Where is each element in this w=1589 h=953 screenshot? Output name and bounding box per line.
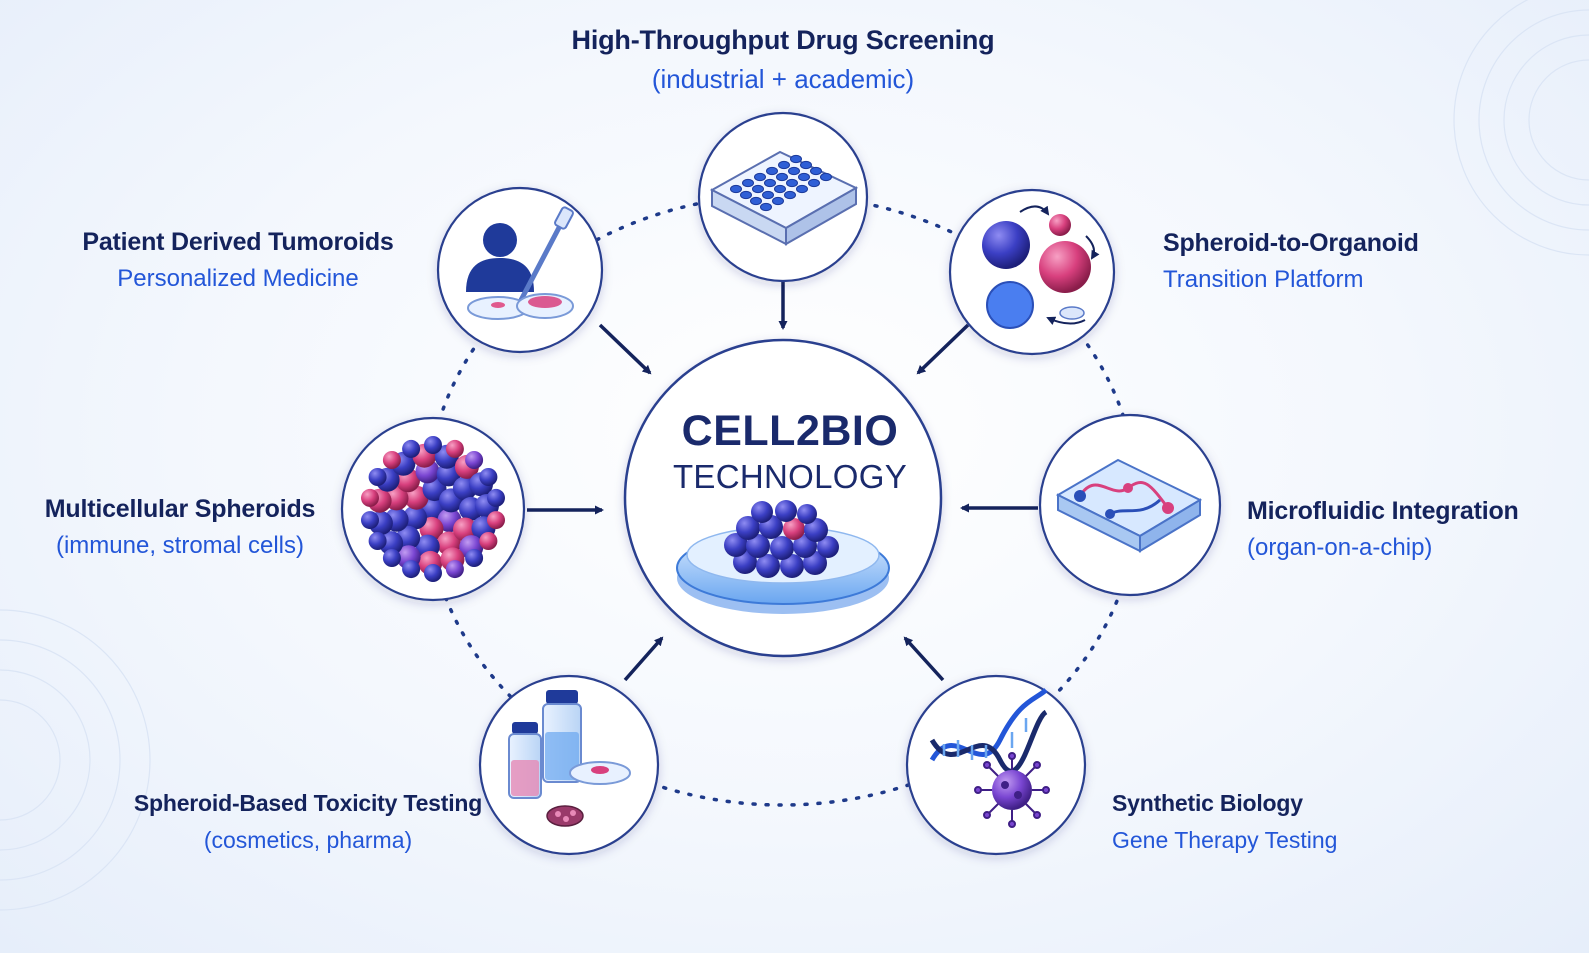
well (752, 184, 764, 194)
well (778, 160, 790, 170)
spheroid-cell (479, 532, 498, 550)
toxicity-title: Spheroid-Based Toxicity Testing (133, 790, 483, 816)
microfluidic-chip-icon (1055, 458, 1203, 553)
spheroid-cell (465, 451, 484, 469)
spheroid-cell (361, 488, 379, 507)
well (808, 178, 820, 188)
well (784, 190, 796, 200)
well (760, 202, 772, 212)
well (800, 160, 812, 170)
spheroid-cell (465, 549, 484, 567)
well (790, 154, 802, 164)
node-drug-screening (697, 111, 869, 283)
spheroid-cell (403, 505, 427, 530)
spheroid-cell (402, 439, 421, 458)
well (786, 178, 798, 188)
tumoroids-subtitle: Personalized Medicine (117, 265, 359, 292)
dna-virus-icon (929, 688, 1050, 828)
patient-pipette-icon (466, 206, 574, 320)
well (810, 166, 822, 176)
node-synbio (905, 674, 1087, 856)
arrow-tumoroids (598, 323, 652, 375)
spheroid-cycle-icon (982, 205, 1100, 329)
well-plate-icon (709, 150, 859, 246)
well (772, 196, 784, 206)
node-toxicity (478, 674, 660, 856)
spheroid-cell (368, 468, 387, 486)
spheroids-title: Multicellular Spheroids (44, 495, 316, 523)
background-arcs (0, 0, 1589, 911)
spheroid-cell (487, 488, 505, 507)
connector-arrows (527, 282, 1038, 682)
tumoroids-title: Patient Derived Tumoroids (82, 228, 394, 256)
center-title: CELL2BIO (681, 407, 899, 455)
spheroid-cell (487, 511, 505, 530)
spheroid-cell (436, 462, 461, 487)
spheroid-cell (424, 436, 442, 454)
microfluidic-title: Microfluidic Integration (1247, 497, 1519, 525)
well (762, 190, 774, 200)
microfluidic-subtitle: (organ-on-a-chip) (1247, 534, 1433, 561)
spheroid-cell (479, 468, 498, 486)
well (796, 184, 808, 194)
node-organoid (948, 188, 1116, 356)
organoid-title: Spheroid-to-Organoid (1163, 229, 1419, 257)
arrow-synbio (903, 636, 945, 682)
node-microfluidic (1038, 413, 1222, 597)
arrow-organoid (916, 323, 970, 375)
well (776, 172, 788, 182)
toxicity-subtitle: (cosmetics, pharma) (203, 827, 413, 853)
spheroid-cell (445, 560, 464, 579)
spheroid-cell (382, 549, 401, 567)
synbio-subtitle: Gene Therapy Testing (1112, 827, 1338, 853)
center-node (623, 338, 943, 658)
spheroid-cell (382, 451, 401, 469)
spheroid-cell (402, 560, 421, 579)
well (774, 184, 786, 194)
node-tumoroids (436, 186, 604, 354)
well (764, 178, 776, 188)
well (798, 172, 810, 182)
spheroid-cell (424, 564, 442, 582)
spheroid-cell (361, 511, 379, 530)
drug-screening-subtitle: (industrial + academic) (651, 64, 915, 94)
well (820, 172, 832, 182)
well (788, 166, 800, 176)
well (742, 178, 754, 188)
spheroid-icon (361, 436, 505, 582)
petri-dish-spheroid-icon (676, 500, 890, 614)
well (766, 166, 778, 176)
well (750, 196, 762, 206)
vials-icon (508, 690, 631, 827)
well (754, 172, 766, 182)
drug-screening-title: High-Throughput Drug Screening (571, 25, 995, 55)
spheroids-subtitle: (immune, stromal cells) (55, 532, 305, 559)
node-spheroids (340, 416, 526, 602)
organoid-subtitle: Transition Platform (1163, 266, 1364, 293)
spheroid-cell (368, 532, 387, 550)
well (740, 190, 752, 200)
synbio-title: Synthetic Biology (1112, 790, 1303, 816)
arrow-toxicity (623, 636, 664, 682)
center-subtitle: TECHNOLOGY (672, 458, 908, 495)
spheroid-cell (445, 439, 464, 458)
well (730, 184, 742, 194)
